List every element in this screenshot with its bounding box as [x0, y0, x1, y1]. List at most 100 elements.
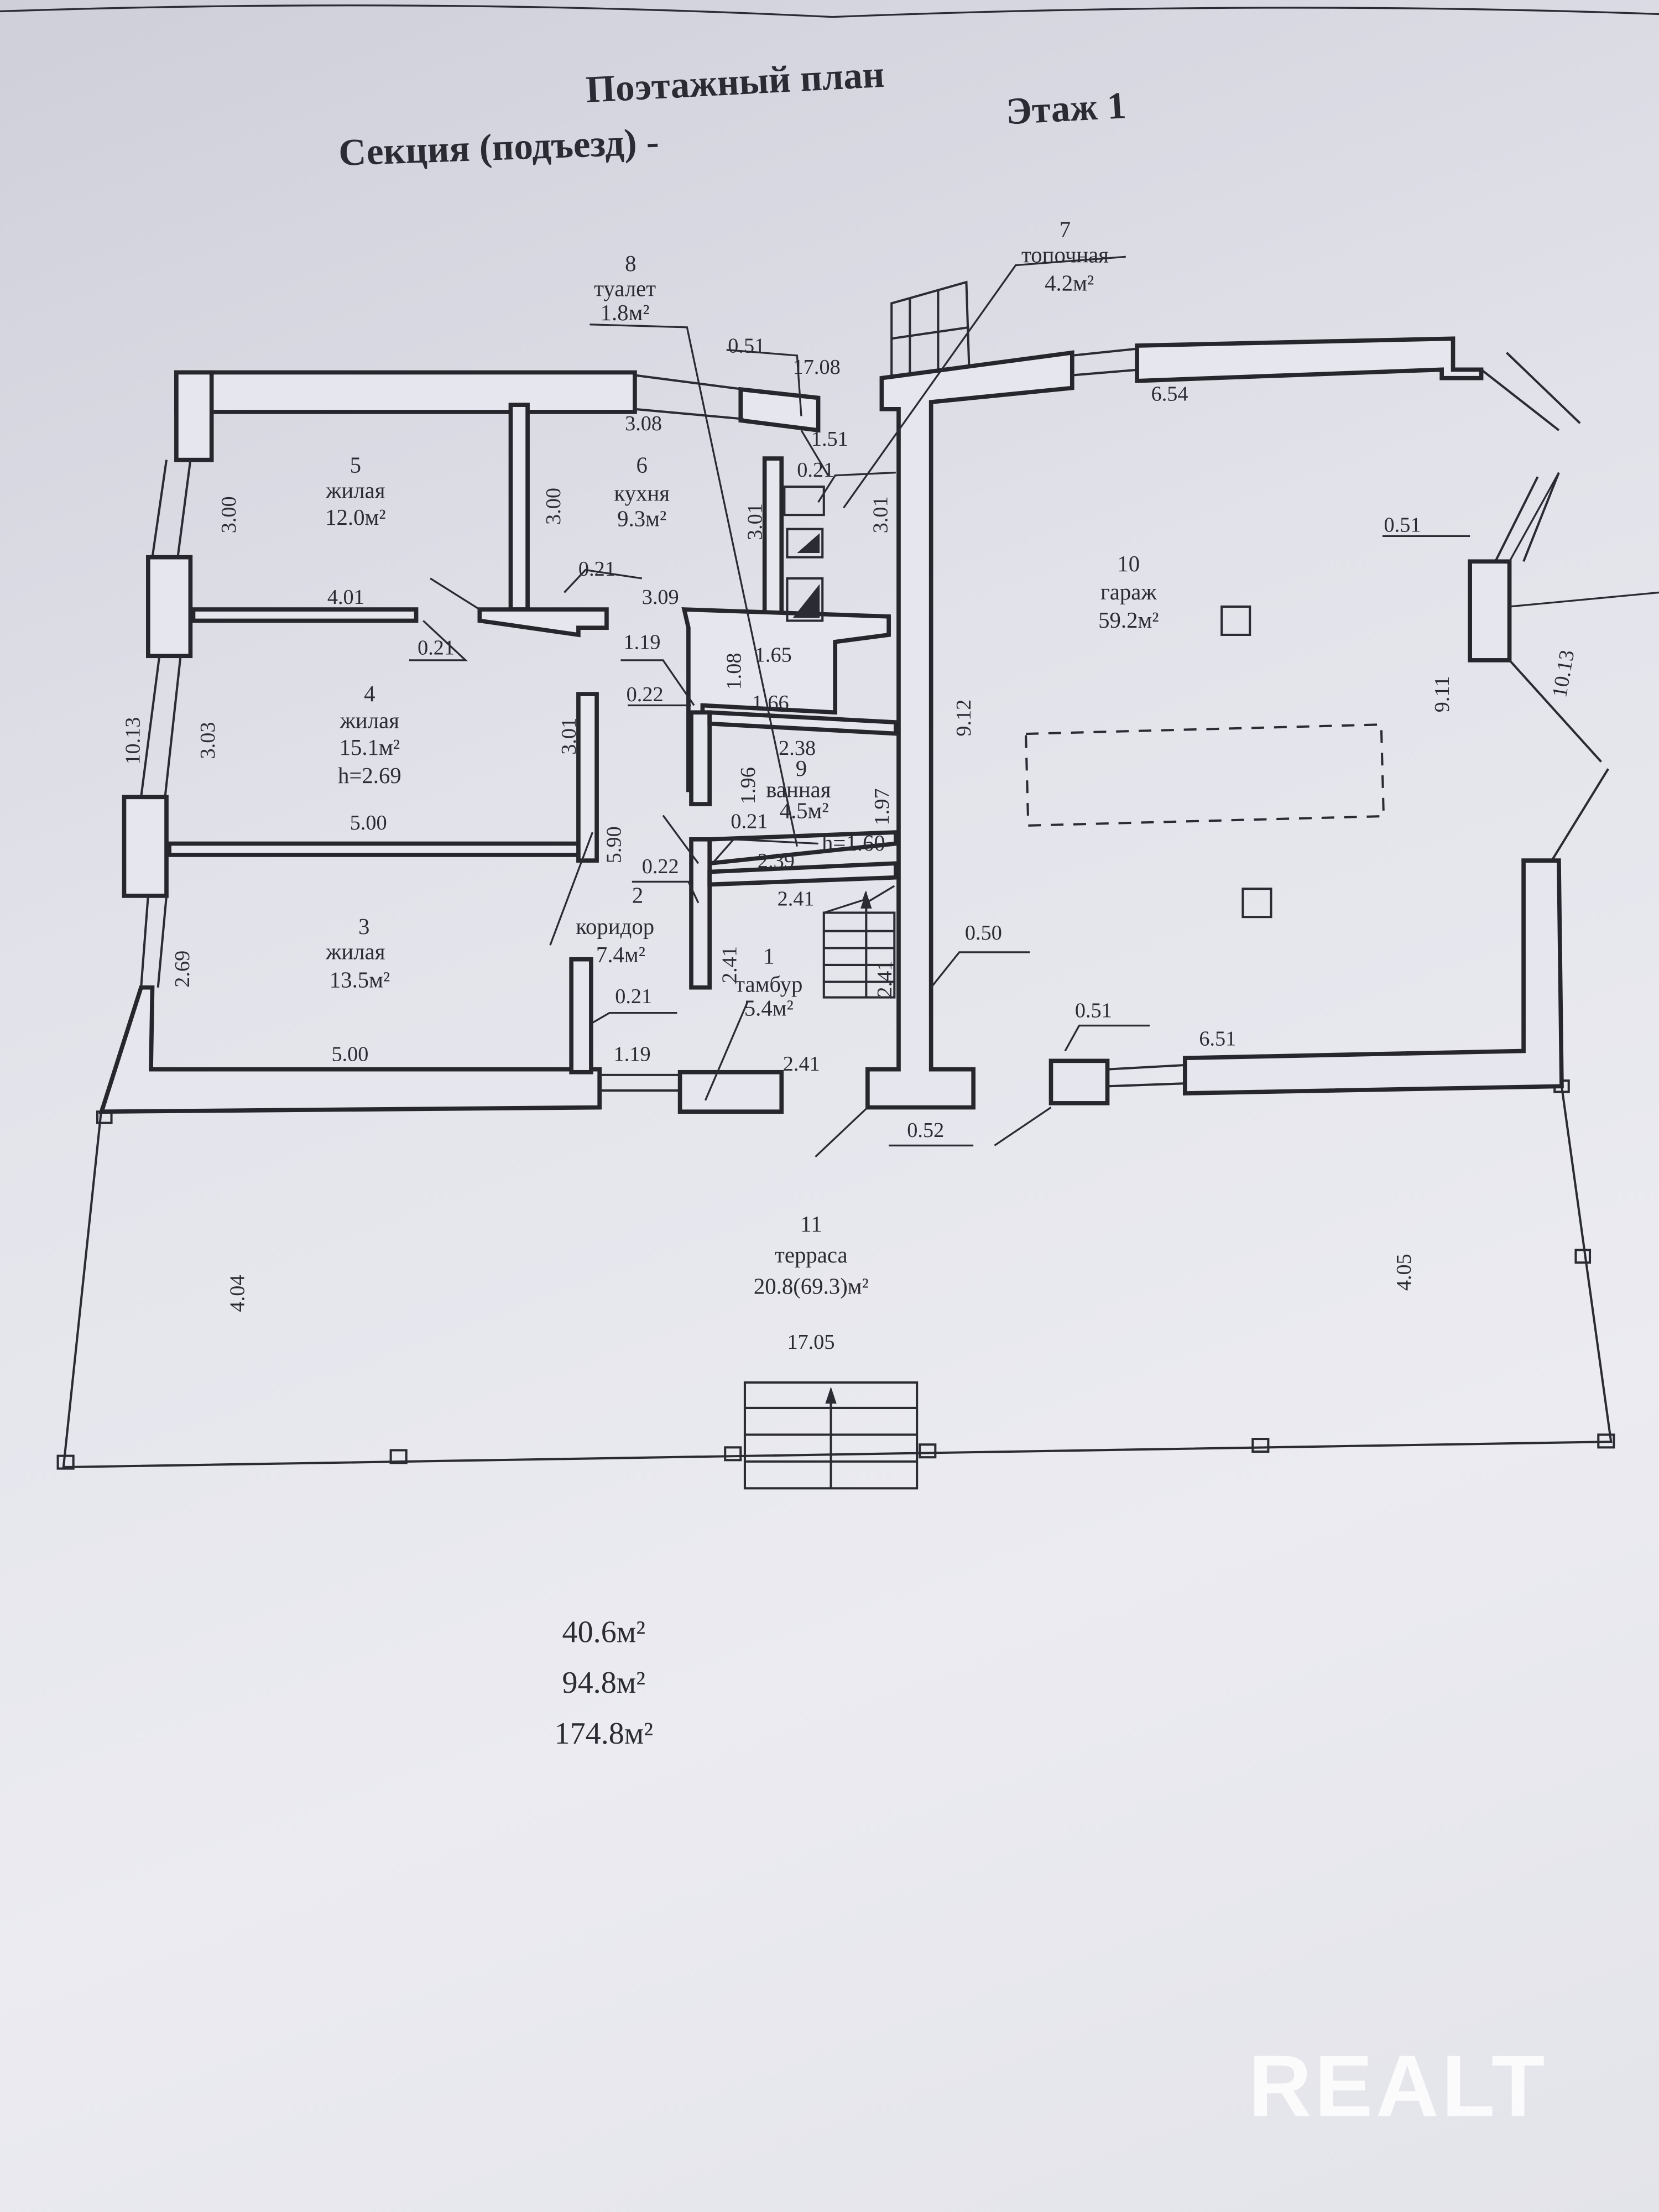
- dim: 2.38: [779, 737, 816, 760]
- svg-text:59.2м²: 59.2м²: [1098, 608, 1159, 633]
- svg-text:жилая: жилая: [325, 478, 385, 503]
- svg-text:терраса: терраса: [775, 1243, 848, 1267]
- dim: 2.41: [783, 1052, 820, 1076]
- svg-text:8: 8: [625, 251, 636, 276]
- dim: 17.08: [793, 356, 841, 379]
- dim: 1.96: [737, 767, 760, 804]
- dim: 3.08: [625, 412, 662, 435]
- dim: 1.97: [870, 788, 894, 825]
- dim: 9.11: [1431, 676, 1454, 713]
- dim: 3.01: [744, 503, 767, 540]
- svg-text:9.3м²: 9.3м²: [617, 507, 666, 531]
- svg-text:5.4м²: 5.4м²: [744, 996, 794, 1021]
- svg-text:13.5м²: 13.5м²: [330, 968, 390, 993]
- svg-text:гараж: гараж: [1100, 580, 1157, 604]
- svg-text:1: 1: [763, 943, 774, 968]
- dim: 2.41: [718, 946, 742, 983]
- svg-text:9: 9: [796, 756, 807, 781]
- dim: 0.21: [418, 637, 455, 660]
- svg-text:жилая: жилая: [340, 708, 399, 733]
- dim: 0.51: [1075, 999, 1112, 1022]
- paper-edge: [0, 4, 1659, 18]
- total-area: 174.8м²: [555, 1717, 654, 1751]
- dim: 6.54: [1151, 382, 1188, 405]
- house-walls: [98, 370, 898, 1114]
- room-label-10: 10 гараж 59.2м²: [1098, 551, 1159, 633]
- svg-text:7: 7: [1060, 217, 1071, 242]
- room-label-11: 11 терраса 20.8(69.3)м²: [754, 1212, 869, 1298]
- svg-text:h=2.69: h=2.69: [338, 763, 401, 788]
- dim: 1.65: [755, 643, 792, 666]
- dim: 10.13: [1548, 648, 1579, 699]
- room-label-2: 2 коридор 7.4м²: [576, 883, 654, 967]
- dim: 3.03: [196, 722, 220, 759]
- dimension-labels: 3.08 0.51 17.08 1.51 0.21 3.00 3.00 3.01…: [122, 335, 1579, 1354]
- dim: 6.51: [1199, 1027, 1236, 1050]
- dim: 0.51: [728, 335, 765, 358]
- svg-text:коридор: коридор: [576, 914, 654, 939]
- dim: 0.52: [907, 1119, 944, 1142]
- dim: 1.51: [811, 427, 848, 451]
- dim: 0.21: [731, 810, 768, 833]
- garage-walls: [865, 336, 1609, 1110]
- plan-title: Поэтажный план: [585, 53, 885, 111]
- dim: 0.22: [627, 683, 664, 706]
- svg-text:7.4м²: 7.4м²: [596, 942, 645, 967]
- dim: 0.51: [1384, 514, 1421, 537]
- svg-text:жилая: жилая: [325, 940, 385, 964]
- dim: 2.39: [758, 849, 795, 873]
- dim: 10.13: [122, 717, 145, 765]
- svg-text:тамбур: тамбур: [735, 972, 802, 997]
- dim: 4.04: [226, 1275, 249, 1312]
- svg-text:20.8(69.3)м²: 20.8(69.3)м²: [754, 1274, 869, 1298]
- area-totals: 40.6м² 94.8м² 174.8м²: [555, 1615, 654, 1751]
- dim: 4.05: [1392, 1254, 1416, 1291]
- realt-watermark-logo: REALT: [1249, 2037, 1548, 2135]
- section-label: Секция (подъезд) -: [338, 121, 660, 174]
- terrace-stairs: [743, 1381, 919, 1490]
- svg-text:кухня: кухня: [614, 481, 670, 506]
- svg-text:6: 6: [637, 453, 648, 478]
- svg-text:3: 3: [358, 914, 369, 939]
- dim: 1.19: [614, 1042, 651, 1066]
- dim: 5.90: [602, 826, 625, 863]
- dim: 17.05: [787, 1331, 834, 1354]
- dim: 2.41: [873, 961, 896, 998]
- dim: 1.19: [624, 630, 661, 654]
- svg-text:1.8м²: 1.8м²: [601, 300, 650, 325]
- dim: 4.01: [327, 586, 364, 609]
- floor-label: Этаж 1: [1005, 84, 1127, 132]
- dim: 5.00: [350, 811, 387, 834]
- svg-text:11: 11: [800, 1212, 822, 1237]
- leader-lines: [409, 255, 1659, 1158]
- svg-text:15.1м²: 15.1м²: [340, 735, 400, 760]
- dim: 5.00: [331, 1042, 368, 1066]
- total-living-area: 40.6м²: [562, 1615, 646, 1649]
- svg-text:2: 2: [632, 883, 643, 908]
- interior-stairs: [822, 885, 896, 999]
- dim: 3.09: [642, 586, 679, 609]
- dim: 9.12: [952, 700, 975, 737]
- dim: 2.41: [778, 888, 815, 911]
- chimney: [783, 486, 825, 622]
- svg-text:4.2м²: 4.2м²: [1045, 271, 1094, 296]
- outside-stairs: [890, 280, 971, 379]
- dim: 0.50: [965, 921, 1002, 945]
- dim: 2.69: [171, 951, 194, 988]
- dim: 0.21: [797, 458, 834, 482]
- svg-text:10: 10: [1117, 551, 1140, 576]
- dim: 3.01: [869, 496, 893, 533]
- svg-text:топочная: топочная: [1021, 242, 1109, 267]
- svg-text:4: 4: [364, 681, 375, 706]
- dim: 3.00: [217, 496, 241, 533]
- dim: 1.08: [722, 653, 745, 690]
